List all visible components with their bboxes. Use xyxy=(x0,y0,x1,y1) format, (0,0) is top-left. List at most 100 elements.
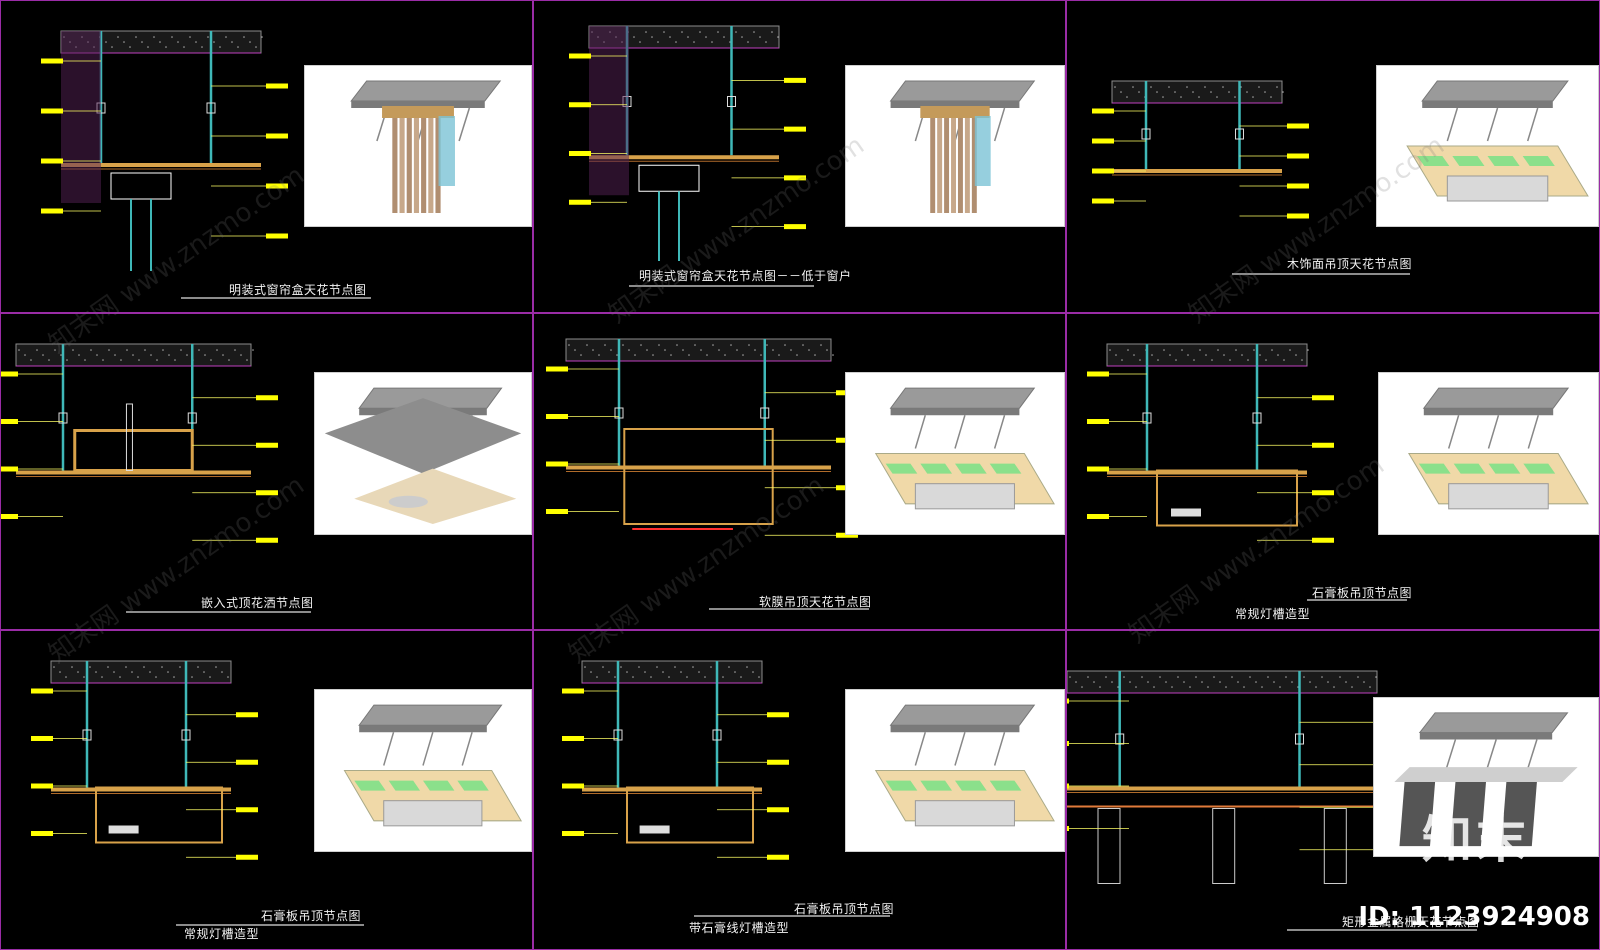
render-image xyxy=(304,65,532,227)
callout-tag xyxy=(1067,783,1069,789)
render-illustration xyxy=(1394,712,1578,847)
hanger-clip xyxy=(1141,128,1151,140)
slab-hatch-dot xyxy=(698,671,700,673)
render-light-strip xyxy=(1453,463,1486,474)
slab-hatch-dot xyxy=(1369,686,1371,688)
slab-hatch-dot xyxy=(710,666,712,668)
slab-hatch-dot xyxy=(1243,686,1245,688)
slab-hatch-dot xyxy=(1151,354,1153,356)
slab-hatch-dot xyxy=(101,676,103,678)
callout-tag xyxy=(1092,198,1114,204)
slab-hatch-dot xyxy=(83,676,85,678)
slab-hatch-dot xyxy=(119,676,121,678)
slab-hatch-dot xyxy=(669,36,671,38)
callout-tag xyxy=(1312,537,1334,543)
render-hanger xyxy=(993,107,1006,142)
slab-hatch-dot xyxy=(131,671,133,673)
slab-hatch-dot xyxy=(1093,681,1095,683)
cad-drawing xyxy=(1087,343,1334,543)
slab-hatch-dot xyxy=(1193,359,1195,361)
slab-hatch-dot xyxy=(1207,686,1209,688)
slab-hatch-dot xyxy=(1267,676,1269,678)
slab-hatch-dot xyxy=(1177,676,1179,678)
slab-hatch-dot xyxy=(261,36,263,38)
render-image xyxy=(845,65,1065,227)
cad-section-wood xyxy=(1092,80,1309,219)
slab-front xyxy=(1422,101,1553,108)
slab-hatch-dot xyxy=(138,359,140,361)
render-hanger xyxy=(914,732,926,766)
render-curtain-fold xyxy=(428,118,434,213)
slab-hatch-dot xyxy=(754,349,756,351)
callout-tag xyxy=(569,53,591,59)
hanger-clip xyxy=(58,412,68,424)
slab-hatch-dot xyxy=(60,354,62,356)
callout-tag xyxy=(1067,741,1069,746)
callout-tag xyxy=(546,366,568,372)
slab-hatch-dot xyxy=(1357,676,1359,678)
slab-hatch-dot xyxy=(664,349,666,351)
slab-hatch-dot xyxy=(96,354,98,356)
slab-hatch-dot xyxy=(1069,676,1071,678)
hanger-clip xyxy=(1235,128,1244,140)
slab-hatch-dot xyxy=(36,349,38,351)
slab-hatch-dot xyxy=(674,666,676,668)
brand-logo: 知末 xyxy=(1422,811,1530,869)
slab-front xyxy=(359,725,487,733)
slab-hatch-dot xyxy=(1205,354,1207,356)
slab-hatch-dot xyxy=(766,344,768,346)
callout-tag xyxy=(256,395,278,401)
slab-hatch-dot xyxy=(1270,96,1272,98)
slab-hatch-dot xyxy=(30,359,32,361)
slab-hatch-dot xyxy=(222,354,224,356)
slab-hatch-dot xyxy=(171,36,173,38)
render-hanger xyxy=(422,732,434,766)
slab-hatch-dot xyxy=(610,349,612,351)
slab-hatch-dot xyxy=(1199,349,1201,351)
slab-hatch-dot xyxy=(143,666,145,668)
callout-tag xyxy=(546,509,568,514)
slab-hatch-dot xyxy=(144,349,146,351)
slab-hatch-dot xyxy=(102,359,104,361)
callout-tag xyxy=(236,807,258,813)
callout-tag xyxy=(1,466,18,472)
slab-hatch-dot xyxy=(784,344,786,346)
slab-hatch-dot xyxy=(1157,359,1159,361)
slab-hatch-dot xyxy=(1180,96,1182,98)
callout-tag xyxy=(236,854,258,860)
callout-tag xyxy=(41,108,63,114)
panel-title: 石膏板吊顶节点图 xyxy=(1312,586,1413,600)
slab-hatch-dot xyxy=(54,349,56,351)
callout-tag xyxy=(767,712,789,718)
slab-hatch-dot xyxy=(616,354,618,356)
slab-hatch-dot xyxy=(252,349,254,351)
slab-hatch-dot xyxy=(753,31,755,33)
render-image xyxy=(1378,372,1599,535)
slab-hatch-dot xyxy=(1156,91,1158,93)
slab-hatch-dot xyxy=(1241,354,1243,356)
slab-hatch-dot xyxy=(1075,681,1077,683)
detail-panel: 矩形金属格栅天花节点图 xyxy=(1066,630,1600,950)
slab-hatch-dot xyxy=(153,36,155,38)
render-curtain-fold xyxy=(413,118,420,213)
callout-tag xyxy=(236,759,258,765)
slab-hatch-dot xyxy=(137,676,139,678)
render-curtain-fold xyxy=(964,118,970,213)
render-illustration xyxy=(343,704,523,827)
slab-hatch-dot xyxy=(18,349,20,351)
slab-hatch-dot xyxy=(237,46,239,48)
slab-hatch-dot xyxy=(1111,681,1113,683)
cad-drawing xyxy=(1,343,278,543)
slab-hatch-dot xyxy=(1138,91,1140,93)
slab-hatch-dot xyxy=(1247,359,1249,361)
slab-hatch-dot xyxy=(712,344,714,346)
light-trough xyxy=(1156,469,1298,527)
slab-hatch-dot xyxy=(209,676,211,678)
slab-hatch-dot xyxy=(604,344,606,346)
slab-hatch-dot xyxy=(736,349,738,351)
slab-hatch-dot xyxy=(234,349,236,351)
slab-hatch-dot xyxy=(1351,686,1353,688)
hanger-clip xyxy=(760,407,770,419)
slab-hatch-dot xyxy=(1235,349,1237,351)
